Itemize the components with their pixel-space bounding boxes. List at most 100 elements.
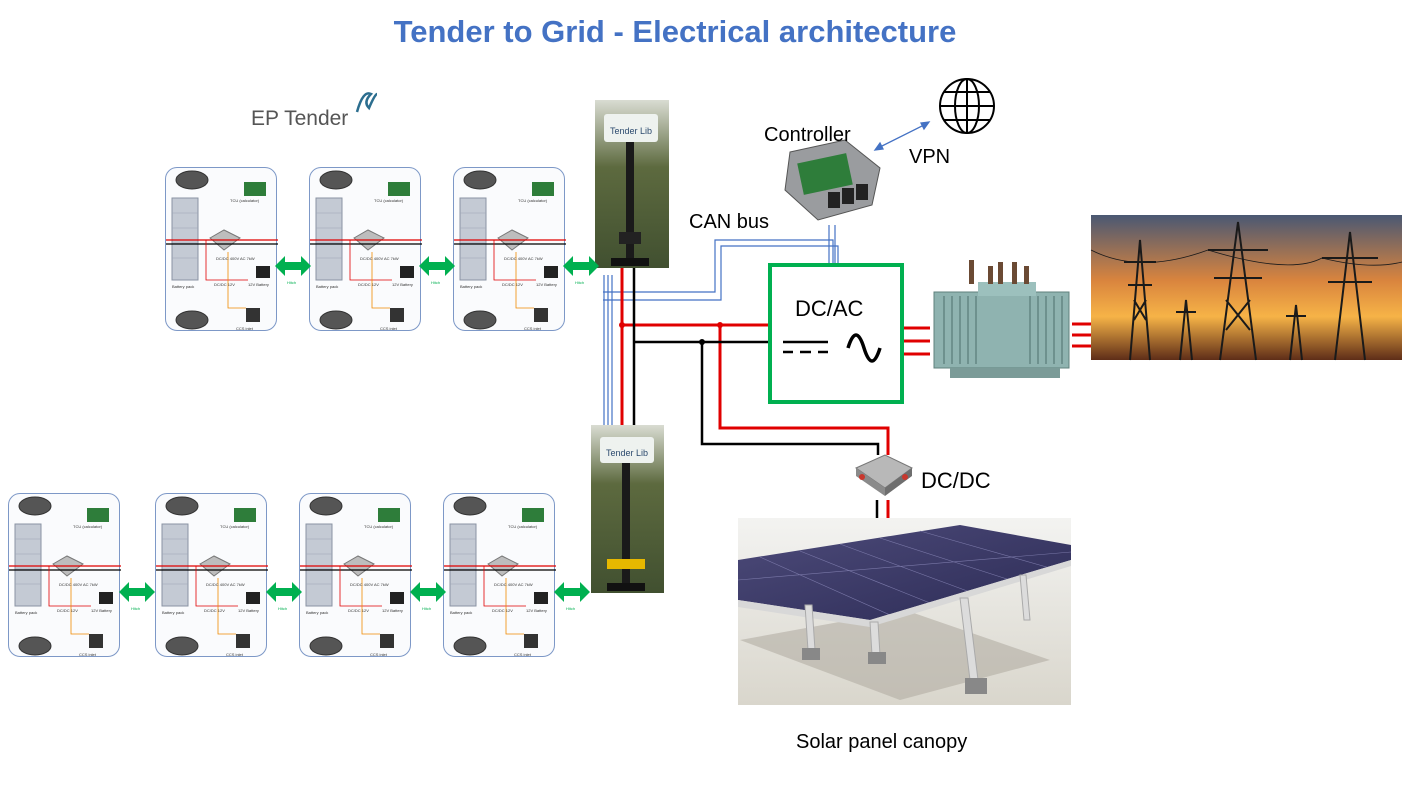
ccs-inlet-label: CCS inlet bbox=[226, 652, 243, 657]
wheel-icon bbox=[18, 636, 52, 656]
battery-12v-icon bbox=[534, 592, 548, 604]
wheel-icon bbox=[309, 636, 343, 656]
solar-canopy-label: Solar panel canopy bbox=[796, 731, 968, 753]
tender-card-graphic bbox=[156, 496, 268, 656]
ccs-inlet-label: CCS inlet bbox=[514, 652, 531, 657]
dc-ac-label: DC/AC bbox=[795, 296, 864, 321]
dcdc-400v-label: DC/DC 400V AC 7kW bbox=[360, 256, 399, 261]
hitch-arrow-icon bbox=[266, 582, 302, 602]
hitch-label: Hitch bbox=[287, 280, 297, 285]
ccs-inlet-icon bbox=[534, 308, 548, 322]
ccs-inlet-icon bbox=[390, 308, 404, 322]
tcu-label: TCU (calculator) bbox=[364, 524, 394, 529]
dc-positive-wires bbox=[596, 242, 890, 520]
tender-card-graphic bbox=[444, 496, 556, 656]
tender-lib-sign: Tender Lib bbox=[604, 114, 658, 142]
ccs-inlet-icon bbox=[380, 634, 394, 648]
battery-12v-icon bbox=[256, 266, 270, 278]
hitch-label: Hitch bbox=[566, 606, 576, 611]
battery-pack-label: Battery pack bbox=[316, 284, 339, 289]
ep-tender-logo: EP Tender bbox=[251, 107, 348, 131]
tender-card: TCU (calculator) DC/DC 400V AC 7kW DC/DC… bbox=[165, 167, 278, 331]
hitch-label: Hitch bbox=[431, 280, 441, 285]
hitch-arrow-icon bbox=[275, 256, 311, 276]
battery-pack-icon bbox=[14, 523, 42, 607]
hitch-arrow-icon bbox=[419, 256, 455, 276]
battery-12v-label: 12V Battery bbox=[382, 608, 403, 613]
ccs-inlet-icon bbox=[236, 634, 250, 648]
controller-device-icon bbox=[784, 139, 881, 221]
power-grid-photo bbox=[1090, 215, 1403, 361]
dcdc-400v-label: DC/DC 400V AC 7kW bbox=[206, 582, 245, 587]
wheel-icon bbox=[453, 636, 487, 656]
dcdc-12v-label: DC/DC 12V bbox=[348, 608, 369, 613]
tender-lib-post-top: Tender Lib bbox=[595, 100, 669, 268]
tender-card: TCU (calculator) DC/DC 400V AC 7kW DC/DC… bbox=[453, 167, 566, 331]
battery-pack-label: Battery pack bbox=[306, 610, 329, 615]
tender-card: TCU (calculator) DC/DC 400V AC 7kW DC/DC… bbox=[155, 493, 268, 657]
tender-card-graphic bbox=[9, 496, 121, 656]
battery-pack-icon bbox=[305, 523, 333, 607]
dcdc-400v-label: DC/DC 400V AC 7kW bbox=[504, 256, 543, 261]
battery-12v-icon bbox=[400, 266, 414, 278]
wheel-icon bbox=[175, 310, 209, 330]
dcdc-400v-label: DC/DC 400V AC 7kW bbox=[59, 582, 98, 587]
dcdc-12v-label: DC/DC 12V bbox=[204, 608, 225, 613]
tcu-label: TCU (calculator) bbox=[73, 524, 103, 529]
dcdc-400v-label: DC/DC 400V AC 7kW bbox=[216, 256, 255, 261]
hitch-label: Hitch bbox=[575, 280, 585, 285]
wheel-icon bbox=[453, 496, 487, 516]
wheel-icon bbox=[309, 496, 343, 516]
vpn-label: VPN bbox=[909, 146, 951, 168]
wheel-icon bbox=[463, 170, 497, 190]
tcu-icon bbox=[234, 508, 256, 522]
transformer-icon bbox=[933, 260, 1070, 378]
battery-12v-label: 12V Battery bbox=[238, 608, 259, 613]
battery-12v-icon bbox=[246, 592, 260, 604]
ac-output-wires bbox=[903, 322, 1092, 356]
ccs-inlet-label: CCS inlet bbox=[236, 326, 253, 331]
battery-pack-icon bbox=[459, 197, 487, 281]
tcu-icon bbox=[388, 182, 410, 196]
ac-sine-icon bbox=[846, 333, 882, 363]
battery-12v-icon bbox=[99, 592, 113, 604]
battery-pack-label: Battery pack bbox=[460, 284, 483, 289]
dcdc-400v-label: DC/DC 400V AC 7kW bbox=[494, 582, 533, 587]
vpn-link-arrow bbox=[873, 121, 931, 151]
battery-12v-label: 12V Battery bbox=[536, 282, 557, 287]
tcu-icon bbox=[244, 182, 266, 196]
battery-12v-label: 12V Battery bbox=[526, 608, 547, 613]
battery-12v-label: 12V Battery bbox=[248, 282, 269, 287]
battery-12v-label: 12V Battery bbox=[91, 608, 112, 613]
logo-swirl-icon bbox=[355, 92, 378, 113]
hitch-label: Hitch bbox=[422, 606, 432, 611]
dcdc-12v-label: DC/DC 12V bbox=[214, 282, 235, 287]
dcdc-12v-label: DC/DC 12V bbox=[502, 282, 523, 287]
tcu-label: TCU (calculator) bbox=[374, 198, 404, 203]
battery-12v-icon bbox=[390, 592, 404, 604]
controller-label: Controller bbox=[764, 124, 851, 146]
logo-text: EP Tender bbox=[251, 107, 349, 130]
battery-pack-icon bbox=[161, 523, 189, 607]
dcdc-400v-label: DC/DC 400V AC 7kW bbox=[350, 582, 389, 587]
battery-pack-icon bbox=[449, 523, 477, 607]
battery-pack-label: Battery pack bbox=[450, 610, 473, 615]
tcu-label: TCU (calculator) bbox=[220, 524, 250, 529]
tcu-icon bbox=[378, 508, 400, 522]
battery-pack-label: Battery pack bbox=[172, 284, 195, 289]
battery-pack-label: Battery pack bbox=[162, 610, 185, 615]
wheel-icon bbox=[463, 310, 497, 330]
tcu-icon bbox=[532, 182, 554, 196]
hitch-label: Hitch bbox=[278, 606, 288, 611]
ccs-inlet-label: CCS inlet bbox=[524, 326, 541, 331]
tcu-label: TCU (calculator) bbox=[518, 198, 548, 203]
wheel-icon bbox=[18, 496, 52, 516]
tender-card-graphic bbox=[310, 170, 422, 330]
tender-card-graphic bbox=[300, 496, 412, 656]
hitch-arrow-icon bbox=[563, 256, 599, 276]
can-bus-label: CAN bus bbox=[689, 211, 770, 233]
tender-card: TCU (calculator) DC/DC 400V AC 7kW DC/DC… bbox=[299, 493, 412, 657]
globe-icon bbox=[939, 78, 995, 134]
dc-ac-inverter-frame bbox=[768, 263, 904, 404]
